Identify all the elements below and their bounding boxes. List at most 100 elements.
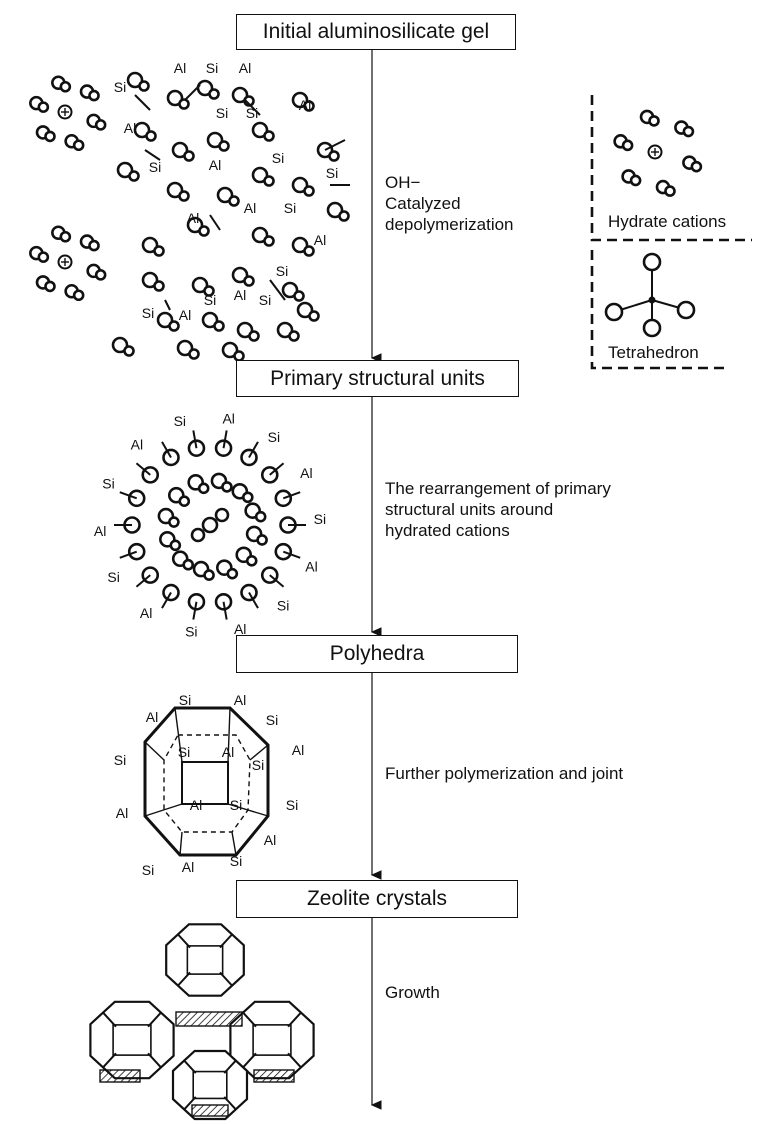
oxygen-atom <box>156 311 174 329</box>
atom-label: Si <box>179 692 191 708</box>
atom-label: Al <box>264 832 276 848</box>
atom-label: Si <box>185 623 197 639</box>
atom-label: Al <box>234 287 246 303</box>
oxygen-atom <box>291 236 309 254</box>
bond <box>248 592 259 609</box>
note-line: Growth <box>385 983 440 1002</box>
oxygen-atom <box>293 290 305 302</box>
oxygen-atom <box>141 236 159 254</box>
atom-label: Al <box>131 436 143 452</box>
atom-label: Al <box>222 744 234 760</box>
oxygen-atom <box>59 230 72 243</box>
bond <box>287 1052 302 1068</box>
bond <box>102 1012 117 1028</box>
oxygen-atom <box>245 554 258 567</box>
polyhedron-cage <box>143 706 270 857</box>
oxygen-atom <box>201 311 219 329</box>
bond <box>223 1096 237 1110</box>
atom-label: Al <box>116 805 128 821</box>
oxygen-atom <box>198 225 210 237</box>
oxygen-atom <box>296 301 314 319</box>
bond <box>119 491 138 500</box>
stage-label-primary: Primary structural units <box>270 366 485 390</box>
oxygen-atom <box>328 150 340 162</box>
bond <box>135 462 151 476</box>
bond <box>144 149 161 161</box>
oxygen-atom <box>241 491 254 504</box>
atom-label: Si <box>142 305 154 321</box>
bond <box>219 934 233 949</box>
bond <box>192 601 198 620</box>
tetrahedron-symbol <box>604 252 696 338</box>
oxygen-atom <box>169 539 182 552</box>
bond <box>161 592 172 609</box>
bond <box>147 1052 162 1068</box>
oxygen-atom <box>203 285 215 297</box>
oxygen-atom <box>251 226 269 244</box>
oxygen-atom <box>166 89 184 107</box>
oxygen-atom <box>94 119 107 131</box>
oxygen-atom <box>168 516 180 528</box>
atom-label: Al <box>305 559 317 575</box>
note-rearrangement: The rearrangement of primary structural … <box>385 478 611 541</box>
oxygen-atom <box>281 281 299 299</box>
note-line: Catalyzed <box>385 194 461 213</box>
oxygen-atom <box>216 186 234 204</box>
atom-label: Si <box>230 853 242 869</box>
oxygen-atom <box>183 150 195 162</box>
atom-label: Si <box>259 292 271 308</box>
oxygen-atom <box>116 161 134 179</box>
oxygen-atom <box>178 98 190 110</box>
oxygen-atom <box>138 80 150 92</box>
note-line: The rearrangement of primary <box>385 479 611 498</box>
atom-label: Al <box>239 60 251 76</box>
bond <box>183 1096 197 1110</box>
cage-face <box>192 1070 228 1100</box>
bond <box>192 430 198 449</box>
note-line: structural units around <box>385 500 554 519</box>
oxygen-atom <box>188 348 200 360</box>
atom-label: Si <box>314 511 326 527</box>
bond <box>164 299 171 311</box>
oxygen-atom <box>201 516 219 534</box>
oxygen-atom <box>37 101 50 113</box>
bond <box>183 1060 197 1074</box>
oxygen-atom <box>231 266 249 284</box>
oxygen-atom <box>676 300 696 320</box>
legend-tetrahedron-label: Tetrahedron <box>608 343 699 362</box>
oxygen-atom <box>256 534 268 546</box>
atom-label: Si <box>326 165 338 181</box>
oxygen-atom <box>153 245 165 257</box>
note-line: hydrated cations <box>385 521 510 540</box>
cage-face <box>252 1024 292 1056</box>
oxygen-atom <box>145 130 157 142</box>
hatched-face <box>99 1069 141 1083</box>
bond <box>269 279 286 301</box>
oxygen-atom <box>168 320 180 332</box>
atom-label: Si <box>276 263 288 279</box>
atom-label: Al <box>124 120 136 136</box>
oxygen-atom <box>642 318 662 338</box>
atom-label: Al <box>182 859 194 875</box>
bond <box>134 94 151 111</box>
oxygen-atom <box>133 121 151 139</box>
atom-label: Si <box>142 862 154 878</box>
bond <box>651 299 681 309</box>
atom-label: Al <box>190 797 202 813</box>
atom-label: Si <box>266 712 278 728</box>
bond <box>619 299 653 311</box>
oxygen-atom <box>629 174 642 187</box>
stage-label-gel: Initial aluminosilicate gel <box>262 20 490 43</box>
oxygen-atom <box>153 280 165 292</box>
oxygen-atom <box>263 175 275 187</box>
oxygen-atom <box>291 91 309 109</box>
oxygen-atom <box>72 289 85 302</box>
oxygen-atom <box>178 495 191 508</box>
oxygen-atom <box>682 125 695 138</box>
oxygen-atom <box>231 86 249 104</box>
stage-box-gel: Initial aluminosilicate gel <box>236 14 516 50</box>
oxygen-atom <box>236 321 254 339</box>
oxygen-atom <box>191 276 209 294</box>
